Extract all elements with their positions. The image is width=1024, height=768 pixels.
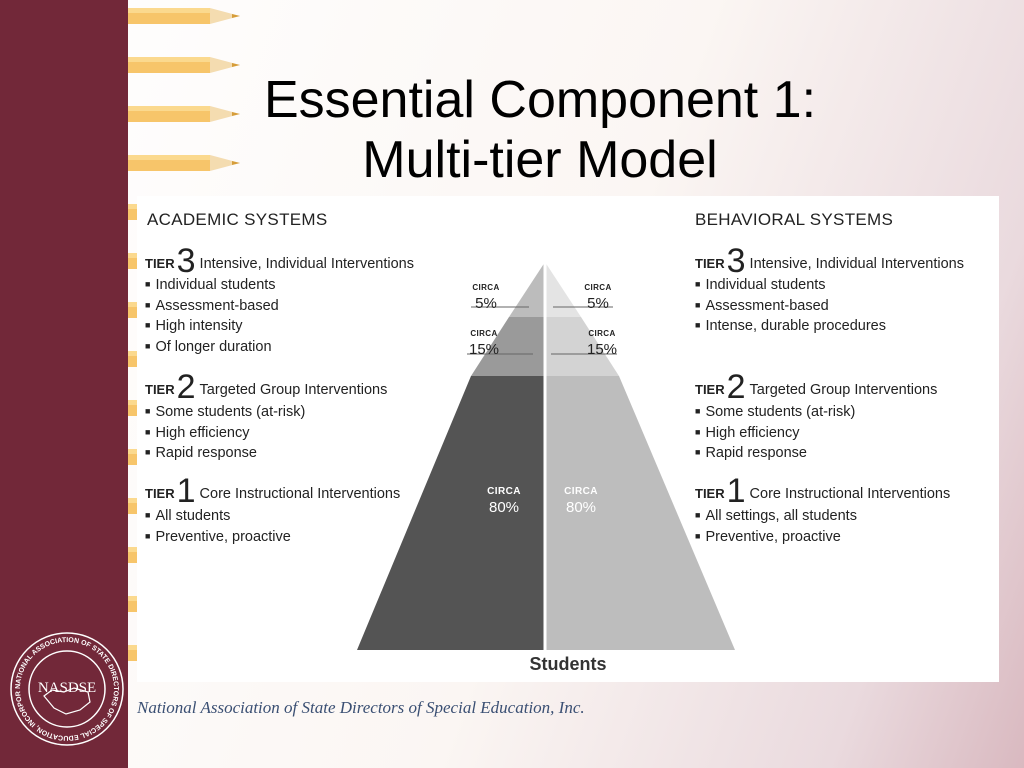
pencil-shape bbox=[128, 57, 240, 73]
footer-org-name: National Association of State Directors … bbox=[137, 698, 585, 717]
list-item: All students bbox=[145, 505, 291, 526]
list-item: Some students (at-risk) bbox=[695, 401, 855, 422]
academic-heading: ACADEMIC SYSTEMS bbox=[147, 210, 328, 229]
tier-number: 2 bbox=[176, 368, 196, 406]
academic-tier3-list: Individual students Assessment-based Hig… bbox=[145, 274, 279, 357]
pyramid-base-label: Students bbox=[529, 654, 607, 674]
list-item: Individual students bbox=[695, 274, 886, 295]
pyramid-right-tier2 bbox=[545, 317, 619, 376]
list-item: High efficiency bbox=[145, 422, 305, 443]
pyramid-left-tier2 bbox=[471, 317, 545, 376]
tier-word: TIER bbox=[145, 382, 175, 397]
pyramid-right-tier1 bbox=[545, 376, 735, 650]
title-line-2: Multi-tier Model bbox=[362, 131, 718, 189]
list-item: Preventive, proactive bbox=[695, 526, 857, 547]
behavioral-tier3-list: Individual students Assessment-based Int… bbox=[695, 274, 886, 336]
list-item: Individual students bbox=[145, 274, 279, 295]
list-item: Assessment-based bbox=[695, 295, 886, 316]
slide-title: Essential Component 1: Multi-tier Model bbox=[170, 70, 910, 190]
tier-pyramid bbox=[357, 262, 735, 650]
tier-number: 1 bbox=[176, 472, 196, 510]
list-item: Assessment-based bbox=[145, 295, 278, 316]
tier-description: Targeted Group Interventions bbox=[199, 382, 388, 398]
list-item: Some students (at-risk) bbox=[145, 401, 305, 422]
tier-number: 2 bbox=[726, 368, 746, 406]
sidebar-band bbox=[0, 0, 128, 768]
tier-word: TIER bbox=[145, 256, 175, 271]
pyramid-right-tier3 bbox=[545, 262, 581, 317]
pyramid-left-tier1 bbox=[357, 376, 545, 650]
tier-number: 3 bbox=[176, 242, 196, 280]
behavioral-tier1-list: All settings, all students Preventive, p… bbox=[695, 505, 857, 546]
pencil-shape bbox=[128, 155, 240, 171]
academic-tier2-list: Some students (at-risk) High efficiency … bbox=[145, 401, 305, 463]
academic-tier1-list: All students Preventive, proactive bbox=[145, 505, 291, 547]
tier-number: 3 bbox=[726, 242, 746, 280]
nasdse-logo: NATIONAL ASSOCIATION OF STATE DIRECTORS … bbox=[8, 630, 124, 746]
tier-description: Core Instructional Interventions bbox=[749, 486, 951, 502]
behavioral-tier2-list: Some students (at-risk) High efficiency … bbox=[695, 401, 855, 463]
list-item: High intensity bbox=[145, 315, 279, 336]
list-item: Rapid response bbox=[695, 442, 855, 463]
tier-number: 1 bbox=[726, 472, 746, 510]
tier-description: Core Instructional Interventions bbox=[199, 486, 401, 502]
list-item: Preventive, proactive bbox=[145, 526, 290, 547]
tier-word: TIER bbox=[695, 486, 725, 501]
tier-description: Intensive, Individual Interventions bbox=[749, 256, 964, 272]
tier-description: Intensive, Individual Interventions bbox=[199, 256, 414, 272]
tier-description: Targeted Group Interventions bbox=[749, 382, 938, 398]
list-item: All settings, all students bbox=[695, 505, 857, 526]
tier-word: TIER bbox=[695, 382, 725, 397]
pyramid-left-tier3 bbox=[509, 262, 545, 317]
list-item: Rapid response bbox=[145, 442, 305, 463]
list-item: Intense, durable procedures bbox=[695, 315, 886, 336]
tier-word: TIER bbox=[695, 256, 725, 271]
behavioral-heading: BEHAVIORAL SYSTEMS bbox=[695, 210, 894, 229]
logo-wordmark: NASDSE bbox=[38, 680, 96, 696]
tier-word: TIER bbox=[145, 486, 175, 501]
list-item: High efficiency bbox=[695, 422, 855, 443]
pencil-shape bbox=[128, 8, 240, 24]
title-line-1: Essential Component 1: bbox=[263, 71, 817, 129]
pencil-shape bbox=[128, 106, 240, 122]
list-item: Of longer duration bbox=[145, 336, 279, 357]
